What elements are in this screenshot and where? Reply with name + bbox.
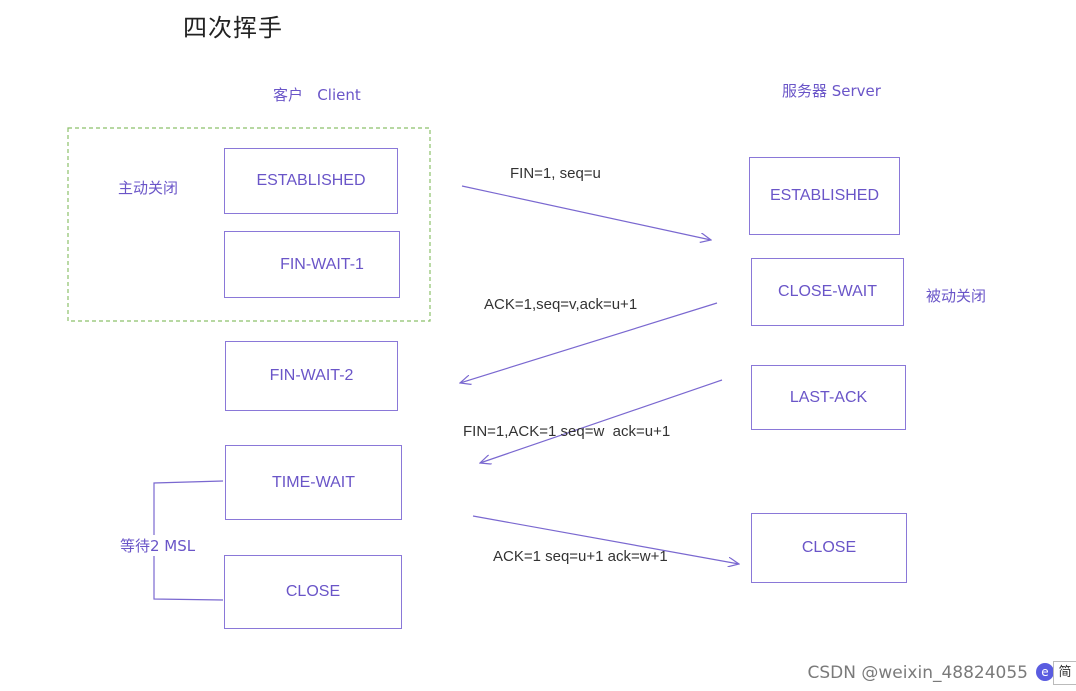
arrow-fin-2 [480, 379, 723, 463]
server-state-close: CLOSE [751, 513, 907, 583]
server-state-close-wait: CLOSE-WAIT [751, 258, 904, 326]
message-label-fin-1: FIN=1, seq=u [510, 165, 601, 182]
csdn-watermark: CSDN @weixin_48824055 [807, 663, 1028, 683]
client-state-fin-wait-1: FIN-WAIT-1 [224, 231, 400, 298]
passive-close-label: 被动关闭 [926, 287, 987, 305]
client-state-fin-wait-2: FIN-WAIT-2 [225, 341, 398, 411]
message-label-ack-1: ACK=1,seq=v,ack=u+1 [484, 296, 638, 313]
client-state-close: CLOSE [224, 555, 402, 629]
arrow-fin-1 [461, 185, 711, 240]
arrow-ack-1 [460, 302, 718, 383]
watermark-logo-icon: e [1036, 663, 1054, 681]
client-state-established: ESTABLISHED [224, 148, 398, 214]
message-label-ack-2: ACK=1 seq=u+1 ack=w+1 [493, 548, 668, 565]
server-state-last-ack: LAST-ACK [751, 365, 906, 430]
client-state-time-wait: TIME-WAIT [225, 445, 402, 520]
server-column-label: 服务器 Server [782, 82, 881, 100]
message-label-fin-2: FIN=1,ACK=1 seq=w ack=u+1 [463, 423, 671, 440]
wait-2msl-label: 等待2 MSL [120, 535, 196, 556]
simplified-chinese-icon[interactable]: 简 [1053, 661, 1076, 685]
arrow-ack-2 [472, 515, 739, 564]
client-column-label: 客户 Client [273, 86, 361, 104]
watermark-badge: e 简 [1036, 661, 1076, 685]
active-close-label: 主动关闭 [118, 179, 179, 197]
server-state-established: ESTABLISHED [749, 157, 900, 235]
active-close-group [67, 127, 431, 322]
page-title: 四次挥手 [183, 14, 283, 42]
